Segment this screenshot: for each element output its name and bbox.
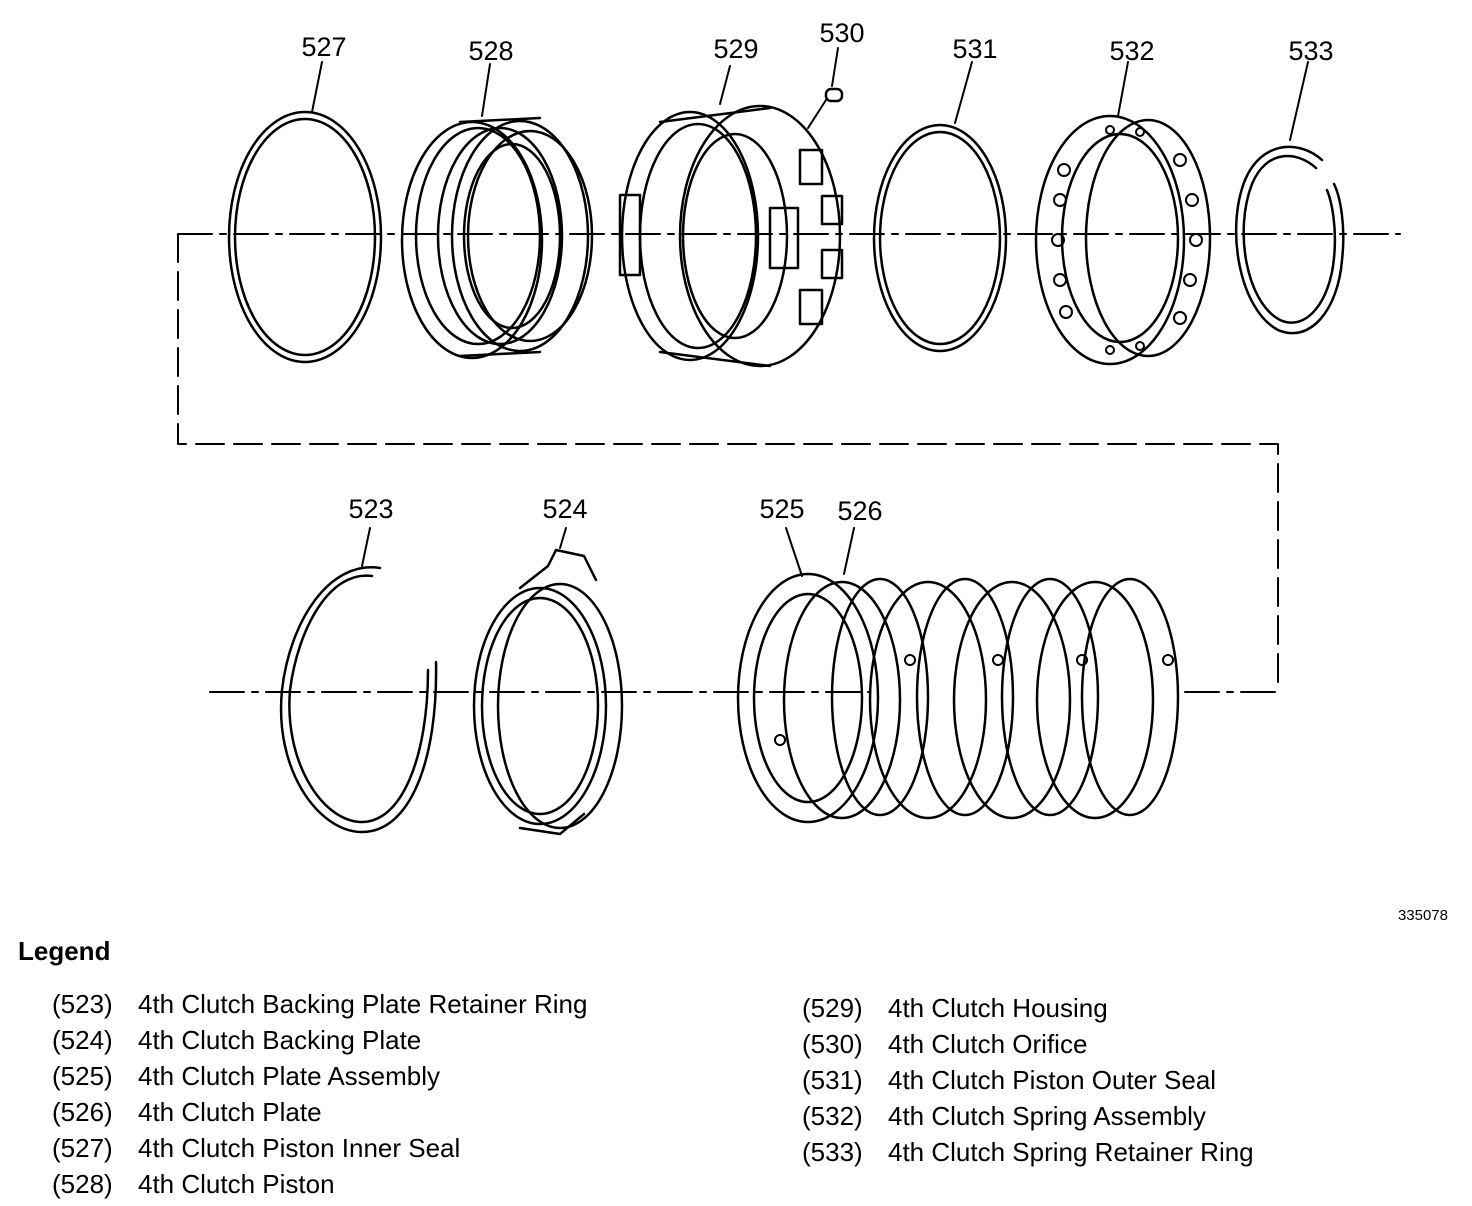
center-axis-lines [177, 233, 1401, 693]
callout-530: 530 [819, 18, 864, 48]
callout-533: 533 [1288, 36, 1333, 66]
legend-item-531: (531) 4th Clutch Piston Outer Seal [802, 1062, 1442, 1098]
legend-text: 4th Clutch Piston [138, 1169, 335, 1199]
legend-right-column: (529) 4th Clutch Housing (530) 4th Clutc… [802, 990, 1442, 1170]
figure-id: 335078 [1398, 907, 1448, 924]
connector-dashed-line [177, 233, 1279, 693]
callout-labels: 527 528 529 530 531 532 533 523 524 525 … [301, 18, 1448, 924]
legend-item-526: (526) 4th Clutch Plate [52, 1094, 692, 1130]
legend-text: 4th Clutch Piston Inner Seal [138, 1133, 461, 1163]
legend-text: 4th Clutch Housing [888, 993, 1108, 1023]
legend-item-523: (523) 4th Clutch Backing Plate Retainer … [52, 986, 692, 1022]
callout-524: 524 [542, 494, 587, 524]
legend-number: (525) [52, 1061, 113, 1091]
legend-text: 4th Clutch Backing Plate Retainer Ring [138, 989, 588, 1019]
legend-number: (532) [802, 1101, 863, 1131]
part-530-orifice [807, 47, 844, 129]
part-528-piston [400, 63, 594, 360]
legend-number: (533) [802, 1137, 863, 1167]
part-533-spring-retainer-ring [1234, 61, 1345, 335]
legend-left-column: (523) 4th Clutch Backing Plate Retainer … [52, 986, 692, 1202]
part-531-piston-outer-seal [872, 61, 1008, 353]
part-527-piston-inner-seal [227, 61, 383, 364]
legend-text: 4th Clutch Piston Outer Seal [888, 1065, 1217, 1095]
callout-527: 527 [301, 32, 346, 62]
legend-text: 4th Clutch Plate [138, 1097, 322, 1127]
legend-number: (523) [52, 989, 113, 1019]
callout-525: 525 [759, 494, 804, 524]
legend-item-524: (524) 4th Clutch Backing Plate [52, 1022, 692, 1058]
legend-item-528: (528) 4th Clutch Piston [52, 1166, 692, 1202]
legend-item-530: (530) 4th Clutch Orifice [802, 1026, 1442, 1062]
callout-531: 531 [952, 34, 997, 64]
part-523-backing-plate-retainer-ring [279, 527, 438, 834]
legend-text: 4th Clutch Orifice [888, 1029, 1088, 1059]
part-532-spring-assembly [1034, 61, 1212, 366]
legend-item-532: (532) 4th Clutch Spring Assembly [802, 1098, 1442, 1134]
legend-number: (530) [802, 1029, 863, 1059]
part-529-housing [618, 65, 844, 368]
legend-text: 4th Clutch Spring Retainer Ring [888, 1137, 1254, 1167]
callout-528: 528 [468, 36, 513, 66]
part-524-backing-plate [472, 527, 624, 836]
legend-title: Legend [18, 936, 111, 966]
legend-text: 4th Clutch Plate Assembly [138, 1061, 441, 1091]
legend-item-527: (527) 4th Clutch Piston Inner Seal [52, 1130, 692, 1166]
legend-text: 4th Clutch Spring Assembly [888, 1101, 1206, 1131]
callout-532: 532 [1109, 36, 1154, 66]
legend-number: (531) [802, 1065, 863, 1095]
exploded-view-diagram: 527 528 529 530 531 532 533 523 524 525 … [177, 18, 1448, 924]
legend-number: (526) [52, 1097, 113, 1127]
legend-item-525: (525) 4th Clutch Plate Assembly [52, 1058, 692, 1094]
callout-526: 526 [837, 496, 882, 526]
legend-text: 4th Clutch Backing Plate [138, 1025, 422, 1055]
legend-item-533: (533) 4th Clutch Spring Retainer Ring [802, 1134, 1442, 1170]
legend-number: (527) [52, 1133, 113, 1163]
part-525-526-clutch-plate-stack [736, 527, 1180, 824]
legend-number: (528) [52, 1169, 113, 1199]
callout-523: 523 [348, 494, 393, 524]
legend-number: (524) [52, 1025, 113, 1055]
legend-item-529: (529) 4th Clutch Housing [802, 990, 1442, 1026]
legend-number: (529) [802, 993, 863, 1023]
callout-529: 529 [713, 34, 758, 64]
